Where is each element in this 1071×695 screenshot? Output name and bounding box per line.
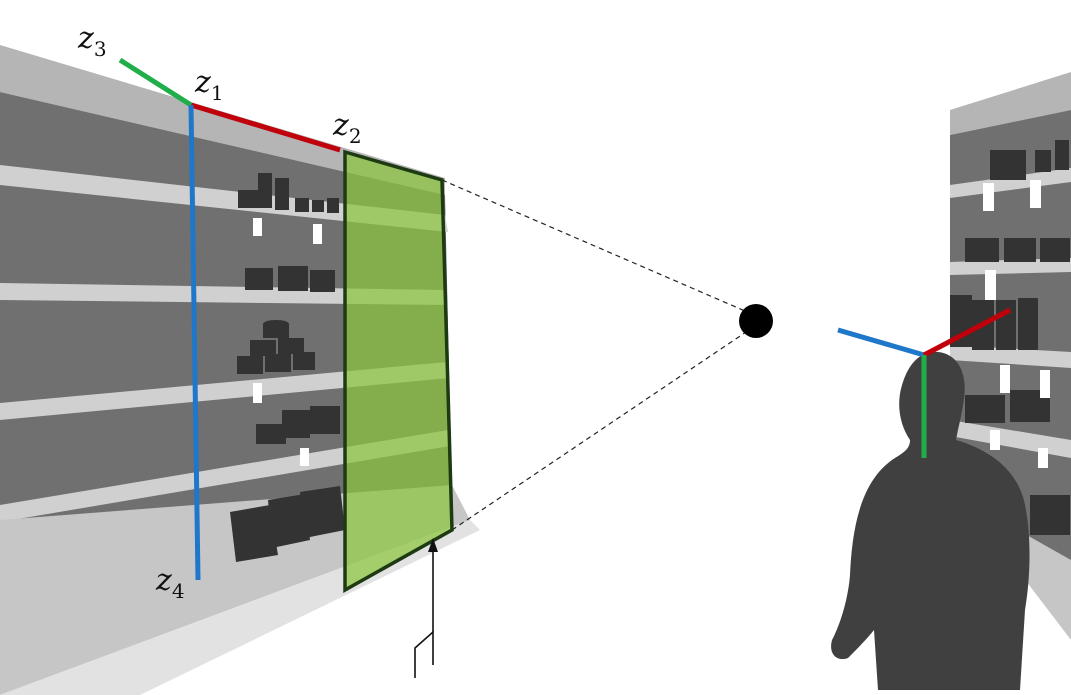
product <box>278 338 304 354</box>
shelf-board <box>950 168 1071 198</box>
product <box>310 270 335 292</box>
shelf-board <box>0 165 448 232</box>
product <box>996 300 1016 350</box>
product <box>965 395 1005 423</box>
head-axis-red <box>922 307 1012 358</box>
person-silhouette <box>831 351 1030 690</box>
axis-z1-z3 <box>118 57 193 108</box>
label-z3: z3 <box>77 21 107 61</box>
product <box>310 406 340 434</box>
product <box>245 268 273 290</box>
price-tag <box>985 270 996 300</box>
product <box>1040 238 1070 262</box>
left-products <box>230 173 345 562</box>
product <box>265 354 291 372</box>
price-tag <box>253 218 262 236</box>
product <box>250 340 276 356</box>
head-axis-blue <box>837 327 925 358</box>
product <box>256 424 286 444</box>
product <box>295 198 309 212</box>
product <box>278 266 308 291</box>
shelf-board <box>0 362 449 420</box>
pointer-arrowhead <box>428 538 438 552</box>
right-shelf-top <box>950 72 1071 135</box>
left-price-tags <box>253 218 322 466</box>
camera-center-point <box>739 304 773 338</box>
price-tag <box>1040 370 1050 398</box>
shelf-board <box>0 283 447 305</box>
image-plane <box>343 149 454 593</box>
pointer-arrow <box>414 545 434 678</box>
product <box>258 173 272 208</box>
product <box>327 198 339 213</box>
label-z2: z2 <box>332 108 362 148</box>
product <box>1004 238 1036 262</box>
projection-line-top <box>441 179 753 315</box>
price-tag <box>300 448 309 466</box>
price-tag <box>1000 365 1010 393</box>
product <box>268 494 310 548</box>
product <box>1035 150 1051 172</box>
product <box>1055 140 1069 170</box>
projection-line-bottom <box>451 327 753 531</box>
shelf-board <box>950 345 1071 368</box>
price-tag <box>983 183 994 211</box>
right-price-tags <box>983 180 1050 468</box>
price-tag <box>313 224 322 244</box>
left-coordinate-frame <box>118 57 341 581</box>
product <box>230 505 278 562</box>
price-tag <box>1038 448 1048 468</box>
label-z1: z1 <box>194 65 224 105</box>
axis-z1-z4 <box>188 104 201 581</box>
axis-z1-z2 <box>190 102 341 153</box>
product <box>965 238 999 262</box>
product <box>312 200 324 212</box>
left-shelf-top <box>0 45 445 195</box>
price-tag <box>253 383 262 403</box>
product <box>300 486 345 538</box>
product <box>282 410 310 438</box>
pointer-arrow-line <box>414 630 434 678</box>
shelf-board <box>0 430 450 522</box>
head-coordinate-frame <box>837 307 1012 458</box>
label-z4: z4 <box>155 563 185 603</box>
product <box>275 178 289 210</box>
product <box>1030 495 1070 535</box>
product <box>263 324 289 338</box>
projection-lines <box>441 179 753 531</box>
price-tag <box>1030 180 1041 208</box>
product <box>990 150 1026 180</box>
product <box>1018 298 1038 350</box>
shelf-board <box>950 258 1071 275</box>
right-products <box>950 140 1070 535</box>
price-tag <box>990 430 1000 450</box>
product <box>293 352 315 370</box>
product <box>237 356 263 374</box>
product <box>238 190 258 208</box>
